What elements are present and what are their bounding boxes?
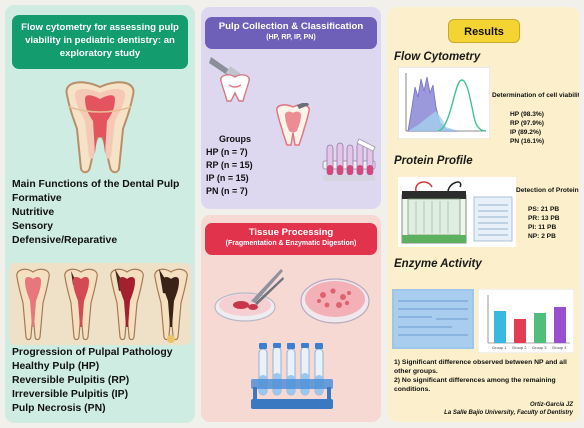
pulpal-pathology-progression-illustration [9, 263, 191, 345]
svg-text:Group 2: Group 2 [512, 345, 527, 350]
viability-value: HP (98.3%) [510, 111, 544, 118]
enzyme-activity-heading: Enzyme Activity [394, 258, 482, 270]
group-item: HP (n = 7) [206, 147, 248, 157]
pathology-heading: Progression of Pulpal Pathology [12, 347, 173, 358]
svg-text:Group 4: Group 4 [552, 345, 567, 350]
svg-text:Group 1: Group 1 [492, 345, 507, 350]
centrifuge-tube-rack-icon [251, 343, 333, 409]
collection-panel: Pulp Collection & Classification (HP, RP… [201, 7, 381, 209]
tissue-subtitle: (Fragmentation & Enzymatic Digestion) [225, 240, 357, 247]
function-item: Formative [12, 193, 62, 204]
results-panel: Results Flow Cytometry Determination of … [388, 7, 579, 422]
enzyme-bar-chart-image: Group 1 Group 2 Group 3 Group 4 [478, 289, 574, 353]
left-panel: Flow cytometry for assessing pulp viabil… [5, 5, 195, 423]
protein-band-value: PI: 11 PB [528, 224, 557, 231]
protein-band-value: PR: 13 PB [528, 215, 560, 222]
pathology-item: Reversible Pulpitis (RP) [12, 375, 130, 386]
groups-heading: Groups [219, 134, 252, 144]
author-name: Ortiz-García JZ [529, 402, 573, 408]
collection-title-text: Pulp Collection & Classification [218, 21, 364, 32]
result-note: 1) Significant difference observed betwe… [394, 359, 567, 375]
pathology-item: Healthy Pulp (HP) [12, 361, 100, 372]
pathology-item: Pulp Necrosis (PN) [12, 403, 106, 414]
tooth-extraction-icon [209, 57, 250, 102]
group-item: PN (n = 7) [206, 186, 248, 196]
collection-subtitle: (HP, RP, IP, PN) [266, 34, 316, 41]
viability-value: RP (97.9%) [510, 120, 544, 127]
tooth-cross-section-illustration [65, 81, 135, 174]
tissue-title: Tissue Processing (Fragmentation & Enzym… [205, 223, 377, 255]
tissue-processing-panel: Tissue Processing (Fragmentation & Enzym… [201, 215, 381, 422]
author-affiliation: La Salle Bajío University, Faculty of De… [444, 410, 573, 416]
flow-results-heading: Determination of cell viability % [492, 92, 579, 99]
protein-band-value: PS: 21 PB [528, 206, 560, 213]
function-item: Nutritive [12, 207, 55, 218]
petri-dish-forceps-icon [214, 269, 284, 322]
poster-title: Flow cytometry for assessing pulp viabil… [12, 15, 188, 69]
functions-heading: Main Functions of the Dental Pulp [12, 179, 180, 190]
function-item: Defensive/Reparative [12, 235, 118, 246]
function-item: Sensory [12, 221, 54, 232]
electrophoresis-image [398, 177, 516, 247]
pathology-item: Irreversible Pulpitis (IP) [12, 389, 129, 400]
viability-value: IP (89.2%) [510, 129, 542, 136]
flow-cytometry-heading: Flow Cytometry [394, 51, 481, 63]
zymogram-gel-image [392, 289, 474, 349]
protein-band-value: NP: 2 PB [528, 233, 556, 240]
flow-cytometry-histogram-image [398, 67, 490, 139]
group-item: IP (n = 15) [206, 173, 249, 183]
tissue-title-text: Tissue Processing [248, 227, 334, 238]
result-note: 2) No significant differences among the … [394, 377, 556, 393]
digestion-petri-dish-icon [300, 278, 370, 324]
collection-title: Pulp Collection & Classification (HP, RP… [205, 17, 377, 49]
group-item: RP (n = 15) [206, 160, 253, 170]
protein-results-heading: Detection of Protein Bands (PB) [516, 187, 579, 194]
svg-text:Group 3: Group 3 [532, 345, 547, 350]
results-title: Results [448, 19, 520, 43]
protein-profile-heading: Protein Profile [394, 155, 473, 167]
pulp-access-icon [276, 103, 310, 146]
viability-value: PN (16.1%) [510, 138, 545, 145]
sample-tubes-icon [322, 138, 376, 181]
